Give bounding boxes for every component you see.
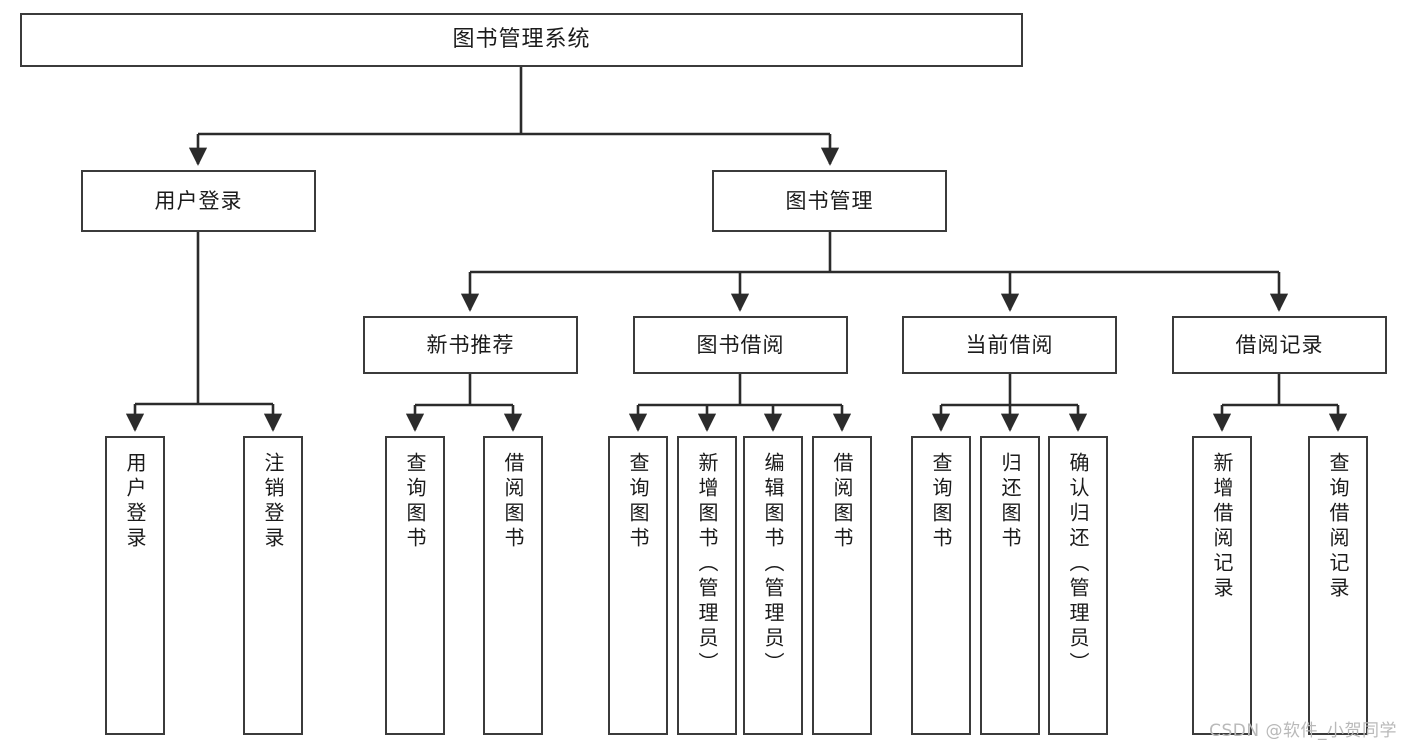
leaf-edit-book-admin[interactable]: 编辑图书（管理员） (743, 436, 803, 735)
leaf-borrow-book-borrow[interactable]: 借阅图书 (812, 436, 872, 735)
node-label: 用户登录 (154, 188, 243, 213)
leaf-query-book-current[interactable]: 查询图书 (911, 436, 971, 735)
leaf-add-borrow-record[interactable]: 新增借阅记录 (1192, 436, 1252, 735)
leaf-user-login[interactable]: 用户登录 (105, 436, 165, 735)
node-label: 当前借阅 (965, 332, 1054, 357)
node-book-manage[interactable]: 图书管理 (712, 170, 947, 232)
node-label: 新书推荐 (426, 332, 515, 357)
node-label: 图书管理 (785, 188, 874, 213)
node-book-borrow[interactable]: 图书借阅 (633, 316, 848, 374)
node-user-login[interactable]: 用户登录 (81, 170, 316, 232)
leaf-borrow-book-recommend[interactable]: 借阅图书 (483, 436, 543, 735)
node-label: 注销登录 (261, 452, 285, 552)
node-label: 新增图书（管理员） (695, 452, 719, 677)
node-label: 编辑图书（管理员） (761, 452, 785, 677)
leaf-query-book-recommend[interactable]: 查询图书 (385, 436, 445, 735)
node-label: 新增借阅记录 (1210, 452, 1234, 602)
leaf-query-book-borrow[interactable]: 查询图书 (608, 436, 668, 735)
leaf-query-borrow-record[interactable]: 查询借阅记录 (1308, 436, 1368, 735)
node-label: 图书借阅 (696, 332, 785, 357)
node-root-system[interactable]: 图书管理系统 (20, 13, 1023, 67)
node-label: 查询图书 (403, 452, 427, 552)
node-label: 图书管理系统 (452, 27, 591, 53)
node-label: 借阅记录 (1235, 332, 1324, 357)
node-new-book-recommend[interactable]: 新书推荐 (363, 316, 578, 374)
node-label: 借阅图书 (830, 452, 854, 552)
csdn-watermark: CSDN @软件_小贺同学 (1209, 721, 1397, 741)
node-label: 查询借阅记录 (1326, 452, 1350, 602)
node-label: 查询图书 (929, 452, 953, 552)
node-label: 用户登录 (123, 452, 147, 552)
leaf-logout-login[interactable]: 注销登录 (243, 436, 303, 735)
leaf-return-book[interactable]: 归还图书 (980, 436, 1040, 735)
node-borrow-record[interactable]: 借阅记录 (1172, 316, 1387, 374)
node-label: 归还图书 (998, 452, 1022, 552)
node-current-borrow[interactable]: 当前借阅 (902, 316, 1117, 374)
node-label: 借阅图书 (501, 452, 525, 552)
leaf-add-book-admin[interactable]: 新增图书（管理员） (677, 436, 737, 735)
node-label: 确认归还（管理员） (1066, 452, 1090, 677)
leaf-confirm-return-admin[interactable]: 确认归还（管理员） (1048, 436, 1108, 735)
node-label: 查询图书 (626, 452, 650, 552)
